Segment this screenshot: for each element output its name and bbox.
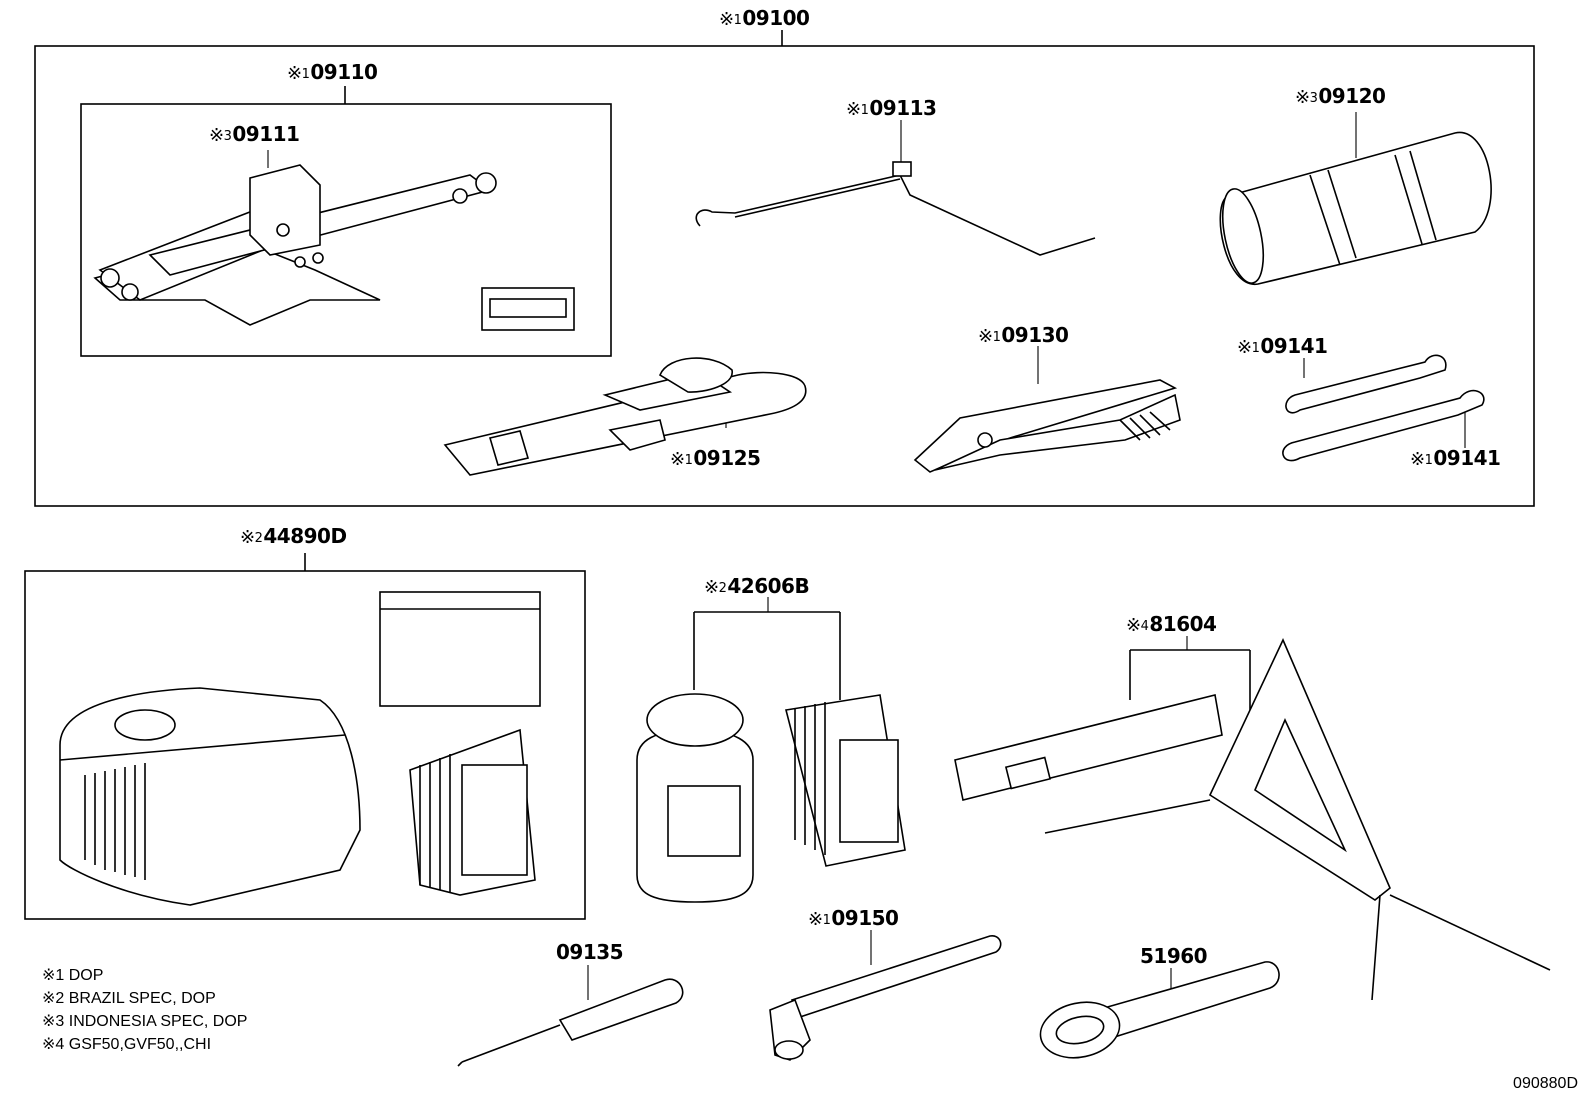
tool-roll-illustration (443, 357, 807, 476)
jack-handle-illustration (695, 120, 1096, 256)
part-label-09111: ※309111 (209, 122, 300, 146)
part-label-51960: 51960 (1140, 944, 1208, 968)
tool-bag-illustration (1219, 112, 1492, 285)
part-label-09113: ※109113 (846, 96, 937, 120)
part-label-09125: ※109125 (670, 446, 761, 470)
part-label-09120: ※309120 (1295, 84, 1386, 108)
part-label-42606B: ※242606B (704, 574, 810, 598)
part-label-44890D: ※244890D (240, 524, 347, 548)
wrench-illustration (1282, 354, 1485, 462)
diagram-code: 090880D (1513, 1075, 1578, 1092)
legend-item: ※1 DOP (42, 967, 104, 984)
sealant-kit-illustration (636, 597, 906, 903)
legend-item: ※2 BRAZIL SPEC, DOP (42, 990, 216, 1007)
warning-triangle-illustration (954, 636, 1551, 1001)
lug-wrench-illustration (769, 930, 1002, 1061)
part-label-09130: ※109130 (978, 323, 1069, 347)
towing-eye-illustration (1039, 961, 1280, 1059)
pliers-illustration (913, 346, 1181, 473)
legend-item: ※4 GSF50,GVF50,,CHI (42, 1036, 212, 1053)
screwdriver-illustration (457, 965, 684, 1067)
jack-illustration (93, 150, 575, 331)
part-label-09141-bottom: ※109141 (1410, 446, 1501, 470)
group-box-09110 (80, 86, 612, 357)
legend: ※1 DOP ※2 BRAZIL SPEC, DOP ※3 INDONESIA … (42, 964, 247, 1056)
group-box-44890D (24, 553, 586, 920)
part-label-09135: 09135 (556, 940, 624, 964)
part-label-09110: ※109110 (287, 60, 378, 84)
part-label-09150: ※109150 (808, 906, 899, 930)
group-box-09100 (34, 30, 1535, 507)
part-label-81604: ※481604 (1126, 612, 1217, 636)
part-label-09100: ※109100 (719, 6, 810, 30)
part-label-09141-top: ※109141 (1237, 334, 1328, 358)
legend-item: ※3 INDONESIA SPEC, DOP (42, 1013, 248, 1030)
